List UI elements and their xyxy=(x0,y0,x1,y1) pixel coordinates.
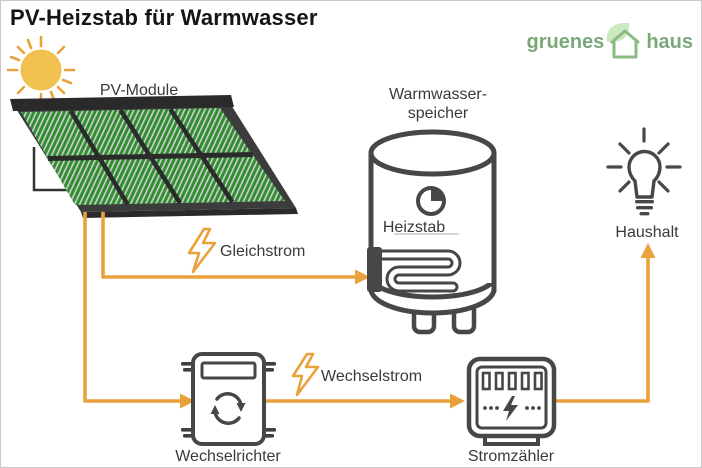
inverter-in-arrowhead xyxy=(180,393,195,409)
label-pv-module: PV-Module xyxy=(99,82,179,99)
bulb-icon xyxy=(606,127,682,216)
sun-icon xyxy=(6,35,76,105)
water-tank-icon xyxy=(368,129,497,335)
dc-wire-to-heizstab xyxy=(101,212,357,279)
house-leaf-logo-icon xyxy=(607,22,640,59)
label-gleichstrom: Gleichstrom xyxy=(220,243,306,260)
label-wechselstrom: Wechselstrom xyxy=(321,368,423,385)
label-heizstab: Heizstab xyxy=(382,219,446,236)
pie-gauge-icon xyxy=(416,186,446,216)
electric-meter-icon xyxy=(466,356,557,446)
label-stromzaehler: Stromzähler xyxy=(467,448,555,465)
page-title: PV-Heizstab für Warmwasser xyxy=(10,5,318,30)
lightning-icon-wechselstrom xyxy=(291,352,320,397)
lightning-icon-gleichstrom xyxy=(187,227,217,274)
label-haushalt: Haushalt xyxy=(615,224,679,241)
logo-word-gruenes: gruenes xyxy=(526,31,605,53)
inverter-icon xyxy=(181,352,276,446)
meter-in-arrowhead xyxy=(450,393,465,409)
dc-arrowhead xyxy=(355,269,370,285)
haushalt-arrowhead xyxy=(640,243,656,258)
label-wechselrichter: Wechselrichter xyxy=(175,448,281,465)
label-warmwasserspeicher: Warmwasser- speicher xyxy=(388,86,488,122)
pv-panel-icon xyxy=(10,95,298,218)
dc-wire-to-inverter xyxy=(83,212,182,403)
logo-word-haus: haus xyxy=(646,31,693,53)
ac-wire-to-haushalt xyxy=(554,256,650,403)
heating-element-icon xyxy=(367,247,462,293)
brand-logo: gruenes haus xyxy=(526,15,693,59)
